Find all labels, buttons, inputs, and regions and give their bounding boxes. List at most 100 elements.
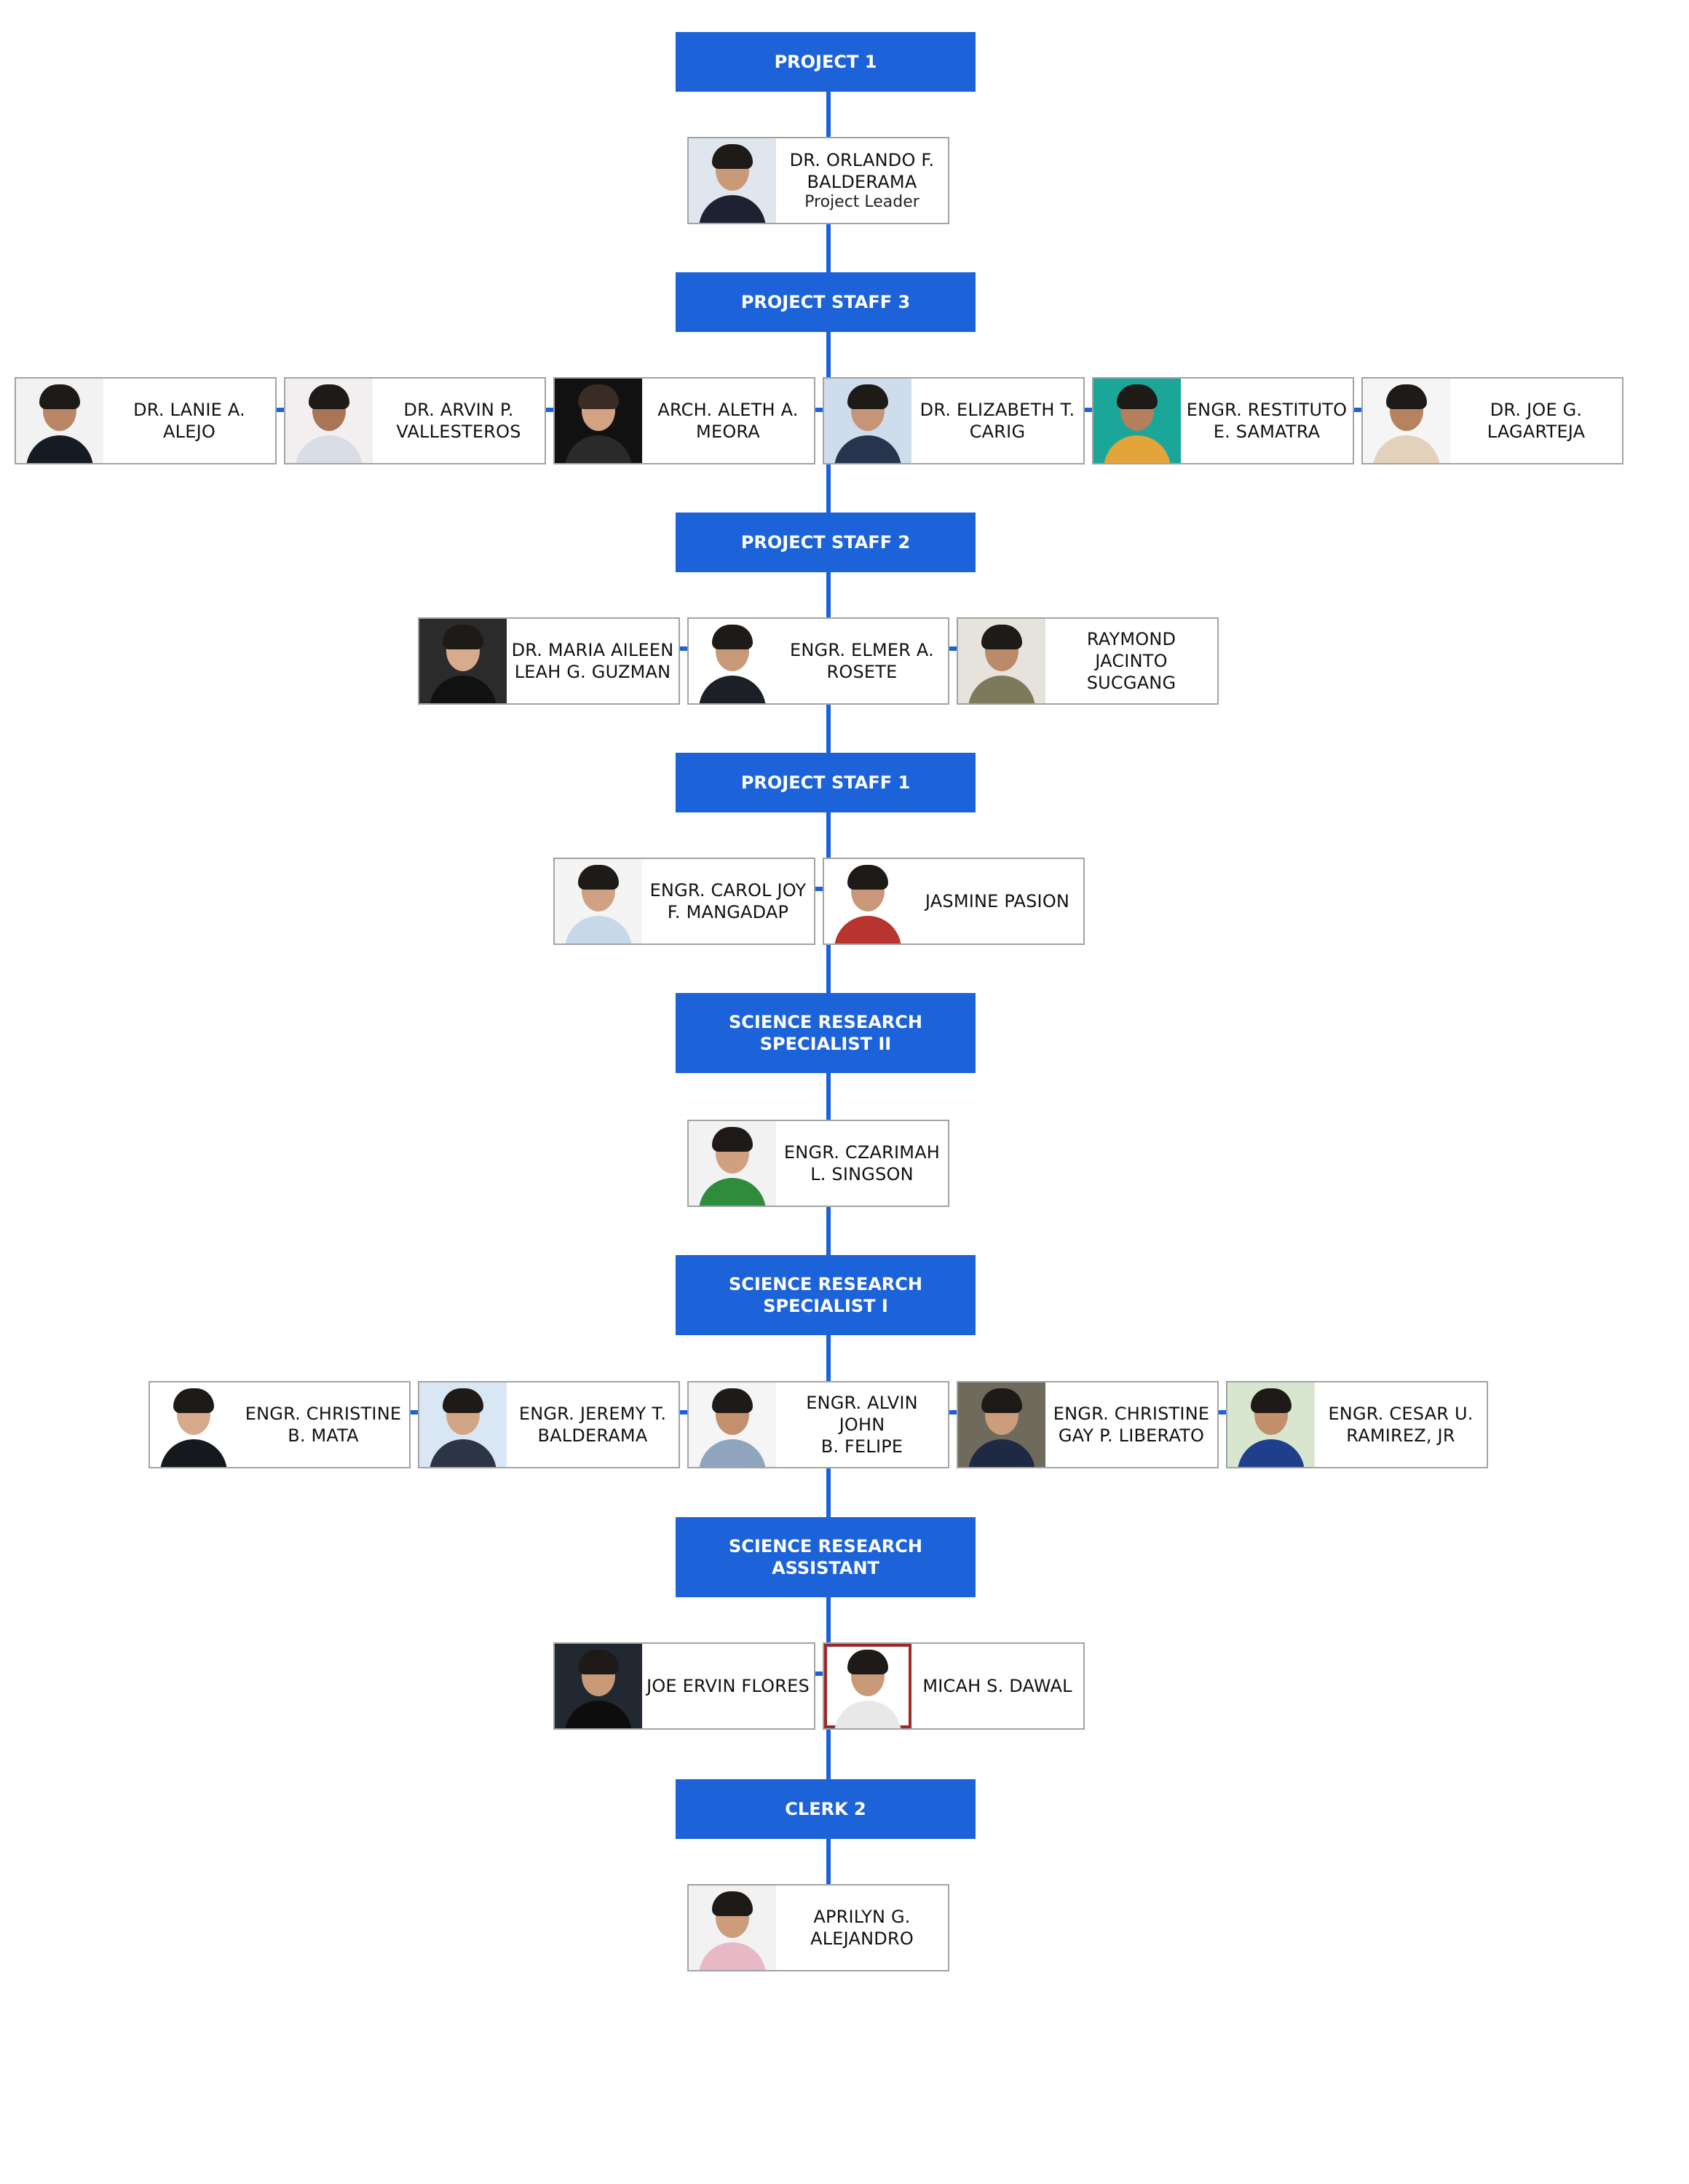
person-card-elmer-rosete: ENGR. ELMER A. ROSETE <box>687 617 949 705</box>
person-photo-icon <box>958 619 1045 703</box>
person-photo-icon <box>958 1382 1045 1467</box>
name-line: JACINTO SUCGANG <box>1086 651 1176 693</box>
header-line: SPECIALIST II <box>759 1034 892 1054</box>
person-photo-icon <box>419 619 507 703</box>
person-photo-icon <box>689 138 776 223</box>
person-photo-icon <box>555 379 642 463</box>
person-photo-icon <box>419 1382 507 1467</box>
header-line: PROJECT STAFF 1 <box>740 772 911 793</box>
position-header-project-1: PROJECT 1 <box>676 32 976 92</box>
person-name: ENGR. RESTITUTO E. SAMATRA <box>1187 399 1347 443</box>
name-line: JOE ERVIN FLORES <box>646 1676 810 1696</box>
person-info: DR. ARVIN P. VALLESTEROS <box>373 379 545 463</box>
position-header-project-staff-1: PROJECT STAFF 1 <box>676 753 976 812</box>
person-photo-icon <box>689 619 776 703</box>
name-line: DR. ELIZABETH T. <box>919 400 1075 420</box>
name-line: ENGR. ALVIN JOHN <box>806 1393 918 1435</box>
person-card-cesar-ramirez: ENGR. CESAR U. RAMIREZ, JR <box>1226 1381 1488 1468</box>
person-info: JASMINE PASION <box>911 859 1083 943</box>
person-card-orlando-balderama: DR. ORLANDO F. BALDERAMA Project Leader <box>687 137 949 224</box>
name-line: VALLESTEROS <box>396 422 521 442</box>
name-line: JASMINE PASION <box>925 891 1070 911</box>
name-line: DR. ORLANDO F. <box>789 150 935 170</box>
name-line: E. SAMATRA <box>1213 422 1321 442</box>
person-info: ENGR. ELMER A. ROSETE <box>776 619 948 703</box>
person-name: ENGR. JEREMY T. BALDERAMA <box>519 1403 666 1447</box>
name-line: ENGR. CHRISTINE <box>1053 1404 1210 1424</box>
person-name: ENGR. CZARIMAH L. SINGSON <box>784 1142 940 1185</box>
person-photo-icon <box>689 1382 776 1467</box>
name-line: ENGR. RESTITUTO <box>1186 400 1348 420</box>
person-info: ENGR. CHRISTINE B. MATA <box>237 1382 409 1467</box>
position-header-science-research-specialist-i: SCIENCE RESEARCH SPECIALIST I <box>676 1255 976 1335</box>
person-info: ENGR. ALVIN JOHN B. FELIPE <box>776 1382 948 1467</box>
name-line: L. SINGSON <box>810 1164 914 1184</box>
header-line: PROJECT STAFF 2 <box>740 532 911 553</box>
person-info: JOE ERVIN FLORES <box>642 1644 814 1728</box>
name-line: ARCH. ALETH A. <box>657 400 799 420</box>
name-line: B. FELIPE <box>820 1436 903 1457</box>
header-line: PROJECT 1 <box>774 52 877 72</box>
person-photo-icon <box>555 1644 642 1728</box>
person-photo-icon <box>824 859 911 943</box>
person-photo-icon <box>1363 379 1450 463</box>
name-line: MEORA <box>696 422 760 442</box>
person-name: ARCH. ALETH A. MEORA <box>657 399 798 443</box>
name-line: CARIG <box>969 422 1026 442</box>
name-line: ALEJO <box>163 422 215 442</box>
person-info: DR. ELIZABETH T. CARIG <box>911 379 1083 463</box>
person-photo-icon <box>824 379 911 463</box>
header-line: CLERK 2 <box>785 1799 866 1819</box>
header-line: ASSISTANT <box>772 1558 879 1578</box>
person-card-raymond-sucgang: RAYMOND JACINTO SUCGANG <box>957 617 1219 705</box>
name-line: LEAH G. GUZMAN <box>514 662 671 682</box>
person-card-arvin-vallesteros: DR. ARVIN P. VALLESTEROS <box>284 377 546 464</box>
person-photo-icon <box>285 379 373 463</box>
person-name: DR. JOE G. LAGARTEJA <box>1487 399 1586 443</box>
person-info: DR. JOE G. LAGARTEJA <box>1450 379 1622 463</box>
person-card-alvin-felipe: ENGR. ALVIN JOHN B. FELIPE <box>687 1381 949 1468</box>
person-info: ENGR. JEREMY T. BALDERAMA <box>507 1382 679 1467</box>
person-photo-icon <box>150 1382 237 1467</box>
name-line: F. MANGADAP <box>667 902 789 922</box>
person-card-aprilyn-alejandro: APRILYN G. ALEJANDRO <box>687 1884 949 1971</box>
person-name: JOE ERVIN FLORES <box>646 1675 810 1697</box>
person-card-carol-mangadap: ENGR. CAROL JOY F. MANGADAP <box>553 858 815 945</box>
person-card-aleth-meora: ARCH. ALETH A. MEORA <box>553 377 815 464</box>
person-name: ENGR. CHRISTINE B. MATA <box>245 1403 401 1447</box>
person-info: DR. MARIA AILEEN LEAH G. GUZMAN <box>507 619 679 703</box>
person-card-lanie-alejo: DR. LANIE A. ALEJO <box>15 377 277 464</box>
connector-row-staff3 <box>275 408 1367 412</box>
person-info: ENGR. CAROL JOY F. MANGADAP <box>642 859 814 943</box>
name-line: RAMIREZ, JR <box>1346 1425 1455 1446</box>
person-name: ENGR. CESAR U. RAMIREZ, JR <box>1328 1403 1473 1447</box>
person-card-joe-ervin-flores: JOE ERVIN FLORES <box>553 1642 815 1730</box>
position-header-project-staff-3: PROJECT STAFF 3 <box>676 272 976 332</box>
person-name: ENGR. CAROL JOY F. MANGADAP <box>650 879 807 923</box>
name-line: ENGR. CAROL JOY <box>649 880 807 901</box>
person-name: MICAH S. DAWAL <box>922 1675 1072 1697</box>
person-photo-icon <box>689 1121 776 1206</box>
header-line: SCIENCE RESEARCH <box>729 1012 922 1032</box>
position-header-science-research-specialist-ii: SCIENCE RESEARCH SPECIALIST II <box>676 993 976 1073</box>
person-name: DR. ARVIN P. VALLESTEROS <box>396 399 521 443</box>
name-line: BALDERAMA <box>807 172 917 192</box>
person-info: ENGR. CESAR U. RAMIREZ, JR <box>1315 1382 1487 1467</box>
name-line: DR. MARIA AILEEN <box>511 640 674 660</box>
name-line: B. MATA <box>288 1425 359 1446</box>
name-line: RAYMOND <box>1086 629 1176 649</box>
person-name: ENGR. ELMER A. ROSETE <box>790 639 934 683</box>
header-line: PROJECT STAFF 3 <box>740 292 911 312</box>
person-name: JASMINE PASION <box>925 890 1069 912</box>
person-name: RAYMOND JACINTO SUCGANG <box>1050 628 1213 694</box>
person-card-joe-lagarteja: DR. JOE G. LAGARTEJA <box>1361 377 1623 464</box>
name-line: GAY P. LIBERATO <box>1058 1425 1205 1446</box>
person-photo-icon <box>1227 1382 1315 1467</box>
person-role: Project Leader <box>804 193 919 211</box>
person-name: APRILYN G. ALEJANDRO <box>810 1906 914 1950</box>
person-info: ENGR. CZARIMAH L. SINGSON <box>776 1121 948 1206</box>
person-name: DR. MARIA AILEEN LEAH G. GUZMAN <box>512 639 674 683</box>
person-info: APRILYN G. ALEJANDRO <box>776 1886 948 1970</box>
person-card-restituto-samatra: ENGR. RESTITUTO E. SAMATRA <box>1092 377 1354 464</box>
